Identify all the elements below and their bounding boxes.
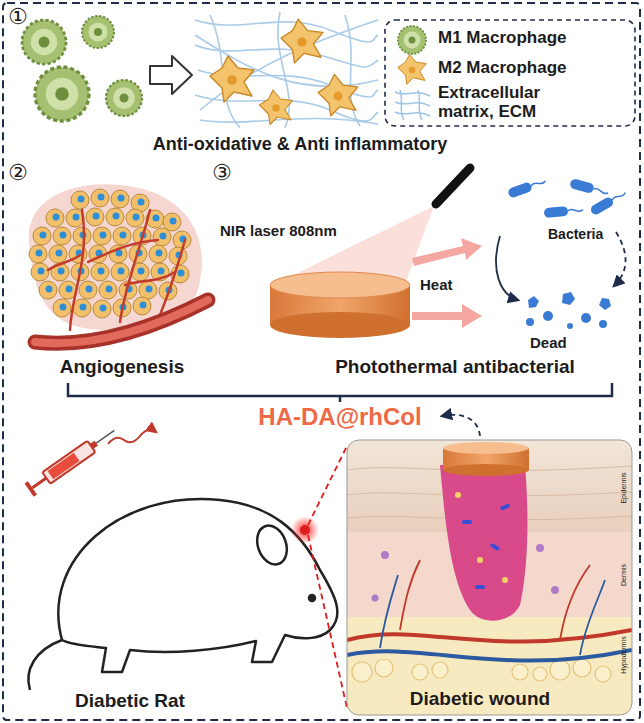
callout-number: ① [8,4,28,29]
bacteria-label: Bacteria [548,226,603,242]
laser-pointer [436,168,470,204]
heat-arrows [412,238,482,328]
layer-label: Dermis [620,564,628,586]
legend-text: M2 Macrophage [438,58,566,78]
figure-caption: Diabetic wound [406,688,554,710]
layer-label: Hypodermis [620,636,628,673]
hydrogel-disk [270,272,410,338]
dead-bacteria [526,292,611,329]
blood-vessel [35,300,208,343]
skin-section [347,440,632,715]
legend-box [385,20,635,126]
callout-number: ② [8,160,28,185]
outer-frame [3,3,640,720]
bacteria [507,176,628,218]
kill-arrow-dashed [614,232,626,286]
transition-arrow [150,56,192,94]
legend-text: Extracellular matrix, ECM [438,84,573,121]
rat-outline [28,499,337,690]
callout-number: ③ [212,160,232,185]
m2-cells [210,19,358,124]
legend-text: M1 Macrophage [438,28,566,48]
legend-icons [395,26,430,120]
heat-label: Heat [420,276,453,293]
panel-caption: Angiogenesis [60,356,185,378]
angiogenesis-cells [29,189,191,318]
kill-arrow [496,236,518,300]
source-arrow [442,415,480,436]
zoom-lines [308,446,347,708]
dead-label: Dead [530,334,567,351]
bracket [68,383,612,402]
rat-wound [291,516,319,544]
injection-arrow [108,430,156,444]
syringe [25,424,119,497]
panel-caption: Photothermal antibacterial [335,356,575,378]
figure-caption: Diabetic Rat [75,690,185,712]
skin-border [347,440,632,715]
layer-label: Epidermis [620,472,628,503]
panel-caption: Anti-oxidative & Anti inflammatory [153,134,447,155]
ecm-fibers [195,12,378,128]
laser-label: NIR laser 808nm [220,222,337,239]
material-name: HA-DA@rhCol [258,403,421,431]
m1-cells [22,16,142,121]
